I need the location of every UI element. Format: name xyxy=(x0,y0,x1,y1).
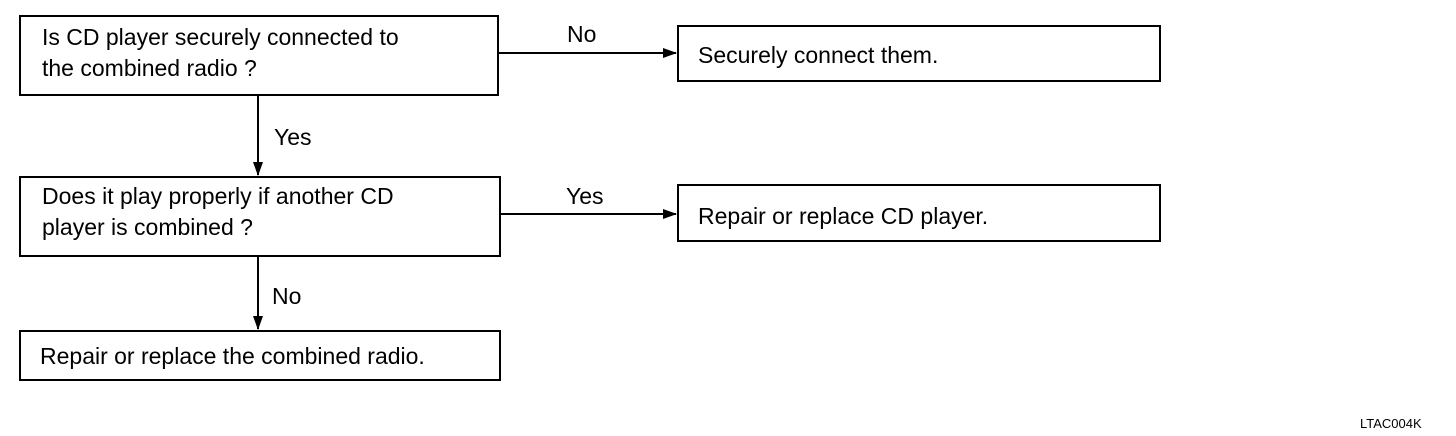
action-replace-radio-text: Repair or replace the combined radio. xyxy=(40,343,425,369)
figure-code: LTAC004K xyxy=(1360,416,1422,431)
edge-label-q1-yes: Yes xyxy=(274,124,312,150)
action-box-replace-cd-player xyxy=(677,184,1161,242)
question-another-player-line-1: Does it play properly if another CD xyxy=(42,183,394,209)
question-box-connection xyxy=(19,15,499,96)
question-box-another-player xyxy=(19,176,501,257)
action-connect-text: Securely connect them. xyxy=(698,42,939,68)
edge-label-q1-no: No xyxy=(567,21,597,47)
edge-label-q2-yes: Yes xyxy=(566,183,604,209)
question-another-player-line-2: player is combined ? xyxy=(42,214,253,240)
action-replace-cd-player-text: Repair or replace CD player. xyxy=(698,203,989,229)
action-box-replace-radio xyxy=(19,330,501,381)
question-connection-line-2: the combined radio ? xyxy=(42,55,257,81)
action-box-connect xyxy=(677,25,1161,82)
edge-label-q2-no: No xyxy=(272,283,302,309)
question-connection-line-1: Is CD player securely connected to xyxy=(42,24,399,50)
